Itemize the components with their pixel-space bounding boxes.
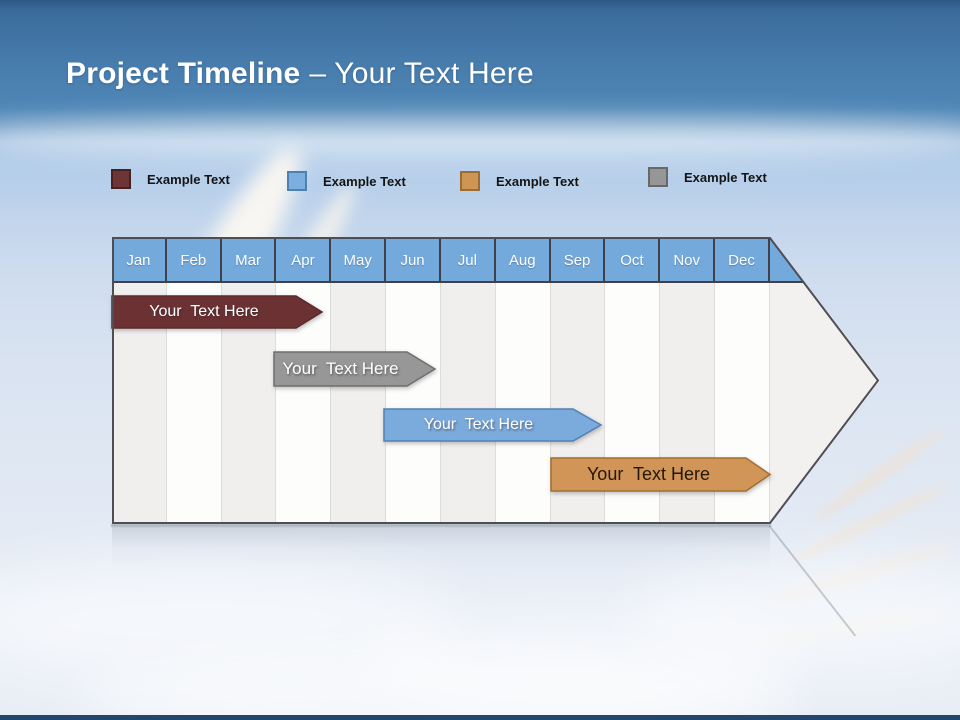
legend-label: Example Text bbox=[323, 173, 406, 189]
slide-title[interactable]: Project Timeline– Your Text Here bbox=[66, 57, 534, 91]
timeline-bar[interactable]: Your Text Here bbox=[273, 351, 437, 387]
timeline-bar[interactable]: Your Text Here bbox=[550, 457, 772, 492]
bar-label: Your Text Here bbox=[586, 464, 711, 484]
bar-label: Your Text Here bbox=[149, 303, 259, 320]
slide-title-main: Project Timeline bbox=[66, 57, 301, 90]
slide-footer-bar bbox=[0, 715, 960, 720]
legend-item[interactable]: Example Text bbox=[648, 167, 767, 187]
timeline-shadow bbox=[111, 524, 771, 527]
legend-swatch bbox=[111, 169, 131, 189]
timeline-reflection bbox=[112, 527, 770, 575]
legend-swatch bbox=[648, 167, 668, 187]
legend-item[interactable]: Example Text bbox=[460, 171, 579, 191]
timeline-bar[interactable]: Your Text Here bbox=[383, 408, 603, 442]
legend-label: Example Text bbox=[496, 173, 579, 189]
legend-item[interactable]: Example Text bbox=[111, 169, 230, 189]
timeline-reflection bbox=[768, 525, 857, 637]
horizon-glow-decoration bbox=[0, 120, 960, 158]
bar-label: Your Text Here bbox=[423, 416, 534, 433]
legend-swatch bbox=[460, 171, 480, 191]
slide-title-placeholder: – Your Text Here bbox=[309, 57, 534, 90]
feather-wisp-decoration bbox=[740, 605, 950, 651]
bar-label: Your Text Here bbox=[282, 359, 399, 378]
legend-label: Example Text bbox=[147, 171, 230, 187]
legend-label: Example Text bbox=[684, 169, 767, 185]
legend-item[interactable]: Example Text bbox=[287, 171, 406, 191]
cloud-decoration bbox=[0, 556, 460, 686]
timeline-bar[interactable]: Your Text Here bbox=[111, 295, 324, 329]
cloud-decoration bbox=[360, 606, 800, 716]
cloud-decoration bbox=[80, 652, 800, 720]
legend-swatch bbox=[287, 171, 307, 191]
